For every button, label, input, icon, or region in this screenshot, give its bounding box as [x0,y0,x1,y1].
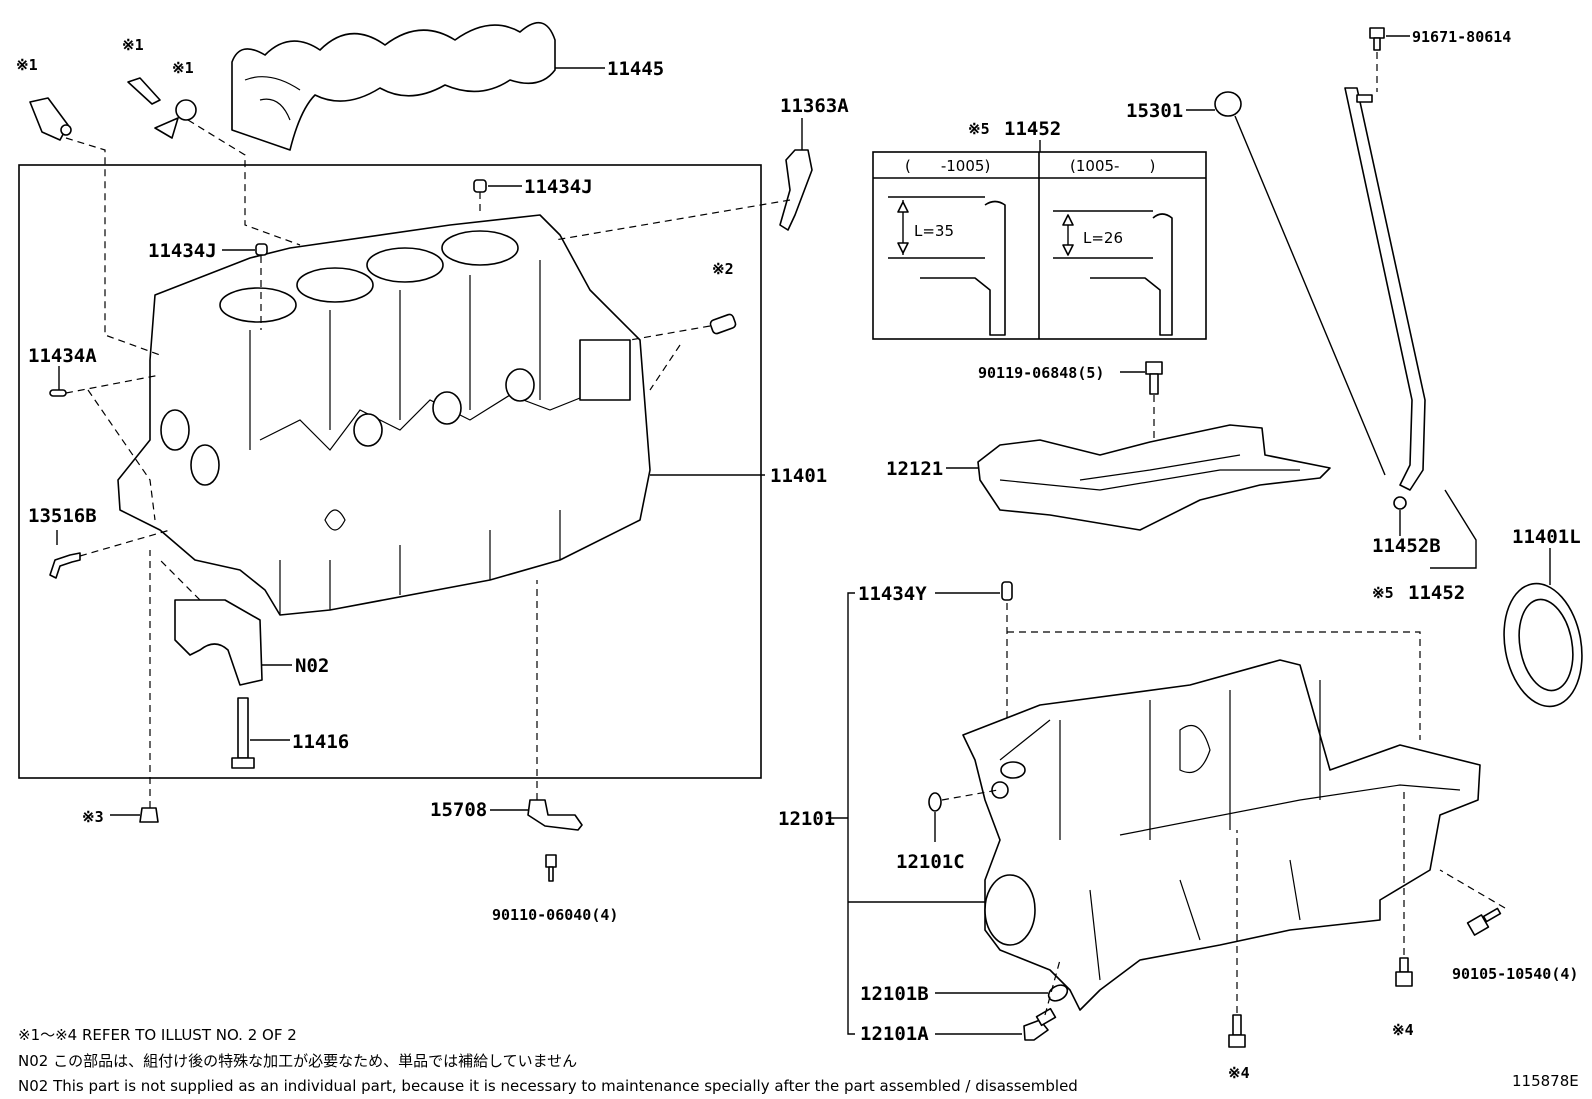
cylinder-block-11401[interactable] [117,214,651,616]
clamp-ref1-part[interactable] [154,99,197,139]
bolt-90119-06848[interactable] [1145,361,1163,395]
pin-11434Y[interactable] [1001,581,1013,601]
illustration-id: 115878E [1512,1072,1579,1090]
tube-right: L=26 [1053,210,1173,336]
label-15301: 15301 [1126,100,1183,122]
nozzle-13516B[interactable] [49,552,81,579]
label-12101A: 12101A [860,1023,929,1045]
note-refer-illust: ※1〜※4 REFER TO ILLUST NO. 2 OF 2 [18,1026,297,1044]
leader-knock-sensor [65,137,161,356]
o-ring-11452B[interactable] [1393,496,1407,510]
label-11434Y: 11434Y [858,583,927,605]
label-11452B: 11452B [1372,535,1441,557]
oil-level-gauge-15301[interactable] [1214,91,1386,476]
label-90105-10540: 90105-10540(4) [1452,965,1578,983]
ref-note-1a: ※1 [16,56,38,74]
cylinder-block-cover-11445[interactable] [231,22,556,151]
label-90119-06848: 90119-06848(5) [978,364,1104,382]
ref-note-5a: ※5 [968,120,990,138]
label-15708: 15708 [430,799,487,821]
label-91671-80614: 91671-80614 [1412,28,1511,46]
bracket-11363A[interactable] [779,149,813,231]
oil-jet-15708[interactable] [527,799,583,831]
knock-sensor-part[interactable] [29,97,72,141]
label-11401: 11401 [770,465,827,487]
label-11452-bottom: 11452 [1408,582,1465,604]
ref-note-1b: ※1 [122,36,144,54]
inset-col-right: (1005- ) [1070,157,1155,175]
label-11434J-top: 11434J [524,176,593,198]
oil-seal-11401L[interactable] [1495,577,1591,712]
bolt-ref4-center[interactable] [1228,1014,1246,1048]
bolt-ref4-right[interactable] [1395,957,1413,987]
bolt-90110-06040[interactable] [545,854,557,882]
label-11434J-left: 11434J [148,240,217,262]
label-12121: 12121 [886,458,943,480]
pin-11434A[interactable] [49,389,67,397]
label-11445: 11445 [607,58,664,80]
label-13516B: 13516B [28,505,97,527]
bolt-90105-10540[interactable] [1466,907,1502,936]
ref-note-5b: ※5 [1372,584,1394,602]
inset-len-left: L=35 [914,222,954,240]
label-N02: N02 [295,655,329,677]
ref-note-4b: ※4 [1392,1021,1414,1039]
oil-level-gauge-guide-11452[interactable] [1344,87,1426,491]
label-11401L: 11401L [1512,526,1581,548]
o-ring-12101C[interactable] [928,792,942,812]
note-n02-english: N02 This part is not supplied as an indi… [18,1077,1078,1095]
drain-plug-12101A[interactable] [1023,1007,1057,1041]
oil-pan-12101[interactable] [962,659,1481,1011]
label-11363A: 11363A [780,95,849,117]
leader-clamp [187,119,301,246]
label-11416: 11416 [292,731,349,753]
pin-11434J-left[interactable] [255,243,268,256]
ref-note-2: ※2 [712,260,734,278]
pin-11434J-top[interactable] [473,179,487,193]
note-n02-japanese: N02 この部品は、組付け後の特殊な加工が必要なため、単品では補給していません [18,1052,577,1070]
pin-ref2[interactable] [709,313,737,335]
bolt-11416[interactable] [231,697,255,769]
label-11452-top: 11452 [1004,118,1061,140]
label-90110-06040: 90110-06040(4) [492,906,618,924]
oil-level-gauge-guide-variants-table: ( -1005) (1005- ) L=35 L=26 [872,151,1207,340]
ref-note-3: ※3 [82,808,104,826]
bolt-91671-80614[interactable] [1369,27,1385,51]
cylinder-block-group-frame [18,164,762,779]
label-11434A: 11434A [28,345,97,367]
label-12101: 12101 [778,808,835,830]
bolt-ref1-part[interactable] [127,77,161,105]
label-12101B: 12101B [860,983,929,1005]
ref-note-4a: ※4 [1228,1064,1250,1082]
nut-ref3[interactable] [139,807,159,823]
inset-len-right: L=26 [1083,229,1123,247]
bearing-cap-N02[interactable] [174,599,263,686]
tube-left: L=35 [888,196,1006,336]
ref-note-1c: ※1 [172,59,194,77]
label-12101C: 12101C [896,851,965,873]
baffle-plate-12121[interactable] [977,424,1331,531]
inset-col-left: ( -1005) [905,157,990,175]
